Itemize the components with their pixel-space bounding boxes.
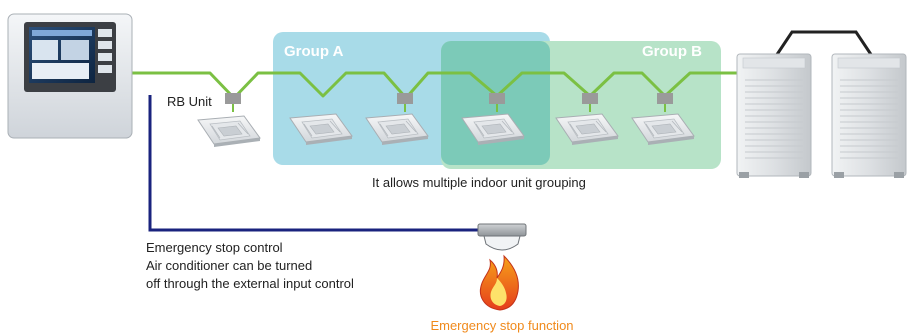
rb-unit-box — [582, 93, 598, 104]
ceiling-cassette-icon — [197, 115, 261, 148]
rb-unit-label: RB Unit — [167, 94, 212, 109]
outdoor-unit-icon — [831, 53, 907, 179]
emergency-text-line-3: off through the external input control — [146, 276, 354, 291]
group-a-label: Group A — [284, 43, 344, 60]
touch-panel-controller-icon — [7, 13, 133, 139]
outdoor-link — [774, 30, 874, 57]
emergency-control-line — [148, 95, 478, 232]
rb-unit-box — [397, 93, 413, 104]
signal-line — [132, 71, 760, 100]
rb-unit-box — [225, 93, 241, 104]
indoor-connections — [232, 104, 666, 112]
emergency-text-line-1: Emergency stop control — [146, 240, 283, 255]
fire-icon — [479, 254, 519, 311]
rb-unit-box — [489, 93, 505, 104]
outdoor-unit-icon — [736, 53, 812, 179]
grouping-caption: It allows multiple indoor unit grouping — [372, 175, 586, 190]
rb-unit-box — [657, 93, 673, 104]
external-input-sensor-icon — [477, 223, 527, 251]
group-b-label: Group B — [642, 43, 702, 60]
emergency-text-line-2: Air conditioner can be turned — [146, 258, 312, 273]
emergency-stop-function-label: Emergency stop function — [430, 318, 573, 333]
